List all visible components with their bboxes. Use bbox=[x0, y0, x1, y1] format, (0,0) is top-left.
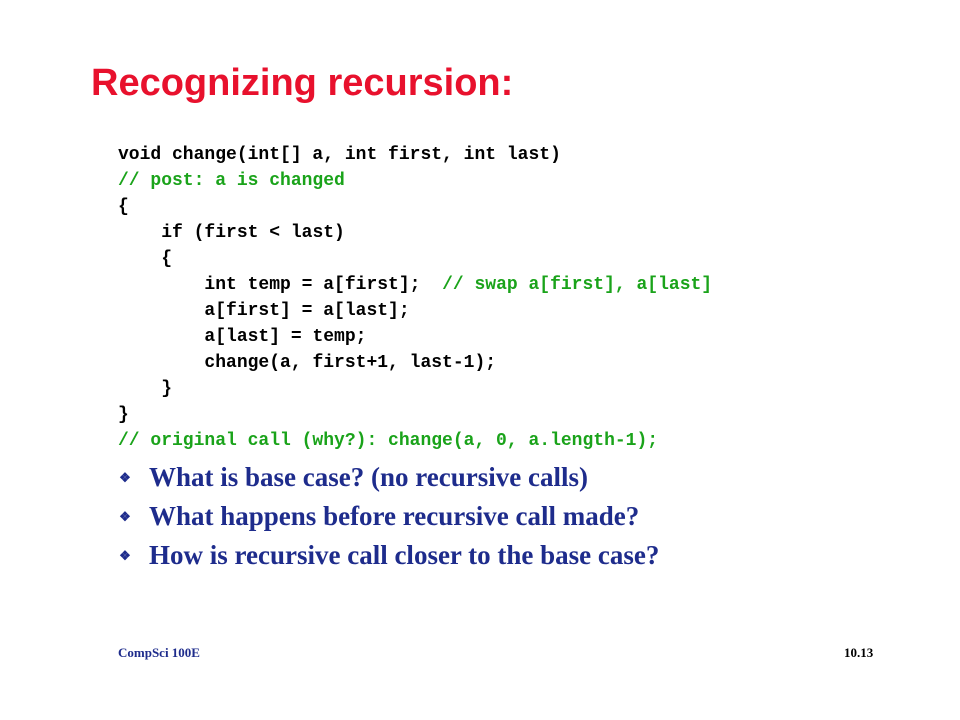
code-line: a[first] = a[last]; bbox=[118, 298, 712, 324]
code-line: } bbox=[118, 376, 712, 402]
slide-title: Recognizing recursion: bbox=[91, 62, 514, 104]
code-indent bbox=[118, 301, 204, 321]
code-line: } bbox=[118, 402, 712, 428]
bullet-item: ❖ What happens before recursive call made… bbox=[118, 497, 659, 536]
code-text: { bbox=[161, 249, 173, 269]
diamond-bullet-icon: ❖ bbox=[119, 509, 131, 524]
code-indent bbox=[118, 327, 204, 347]
code-indent bbox=[118, 379, 161, 399]
code-indent bbox=[118, 249, 161, 269]
diamond-bullet-icon: ❖ bbox=[119, 470, 131, 485]
code-line: a[last] = temp; bbox=[118, 324, 712, 350]
code-line: if (first < last) bbox=[118, 220, 712, 246]
code-line: { bbox=[118, 194, 712, 220]
code-indent bbox=[118, 275, 204, 295]
code-comment: // swap a[first], a[last] bbox=[442, 275, 713, 295]
code-line: // post: a is changed bbox=[118, 168, 712, 194]
code-line: { bbox=[118, 246, 712, 272]
code-indent bbox=[118, 223, 161, 243]
code-text: } bbox=[118, 405, 129, 425]
code-text: } bbox=[161, 379, 173, 399]
code-comment: // original call (why?): change(a, 0, a.… bbox=[118, 431, 659, 451]
code-indent bbox=[118, 353, 204, 373]
footer-course: CompSci 100E bbox=[118, 645, 200, 660]
code-line: void change(int[] a, int first, int last… bbox=[118, 142, 712, 168]
code-block: void change(int[] a, int first, int last… bbox=[118, 142, 712, 454]
code-text: int temp = a[first]; bbox=[204, 275, 443, 295]
bullet-list: ❖ What is base case? (no recursive calls)… bbox=[118, 458, 659, 575]
code-text: a[last] = temp; bbox=[204, 327, 367, 347]
bullet-item: ❖ How is recursive call closer to the bas… bbox=[118, 536, 659, 575]
code-text: void change(int[] a, int first, int last… bbox=[118, 145, 561, 165]
code-line: // original call (why?): change(a, 0, a.… bbox=[118, 428, 712, 454]
code-line: change(a, first+1, last-1); bbox=[118, 350, 712, 376]
code-text: a[first] = a[last]; bbox=[204, 301, 410, 321]
code-comment: // post: a is changed bbox=[118, 171, 345, 191]
bullet-text: What is base case? (no recursive calls) bbox=[149, 462, 588, 492]
footer-slide-number: 10.13 bbox=[844, 645, 874, 660]
diamond-bullet-icon: ❖ bbox=[119, 548, 131, 563]
code-line: int temp = a[first]; // swap a[first], a… bbox=[118, 272, 712, 298]
bullet-text: What happens before recursive call made? bbox=[149, 501, 640, 531]
code-text: change(a, first+1, last-1); bbox=[204, 353, 497, 373]
bullet-text: How is recursive call closer to the base… bbox=[149, 540, 660, 570]
code-text: { bbox=[118, 197, 129, 217]
code-text: if (first < last) bbox=[161, 223, 345, 243]
bullet-item: ❖ What is base case? (no recursive calls) bbox=[118, 458, 659, 497]
